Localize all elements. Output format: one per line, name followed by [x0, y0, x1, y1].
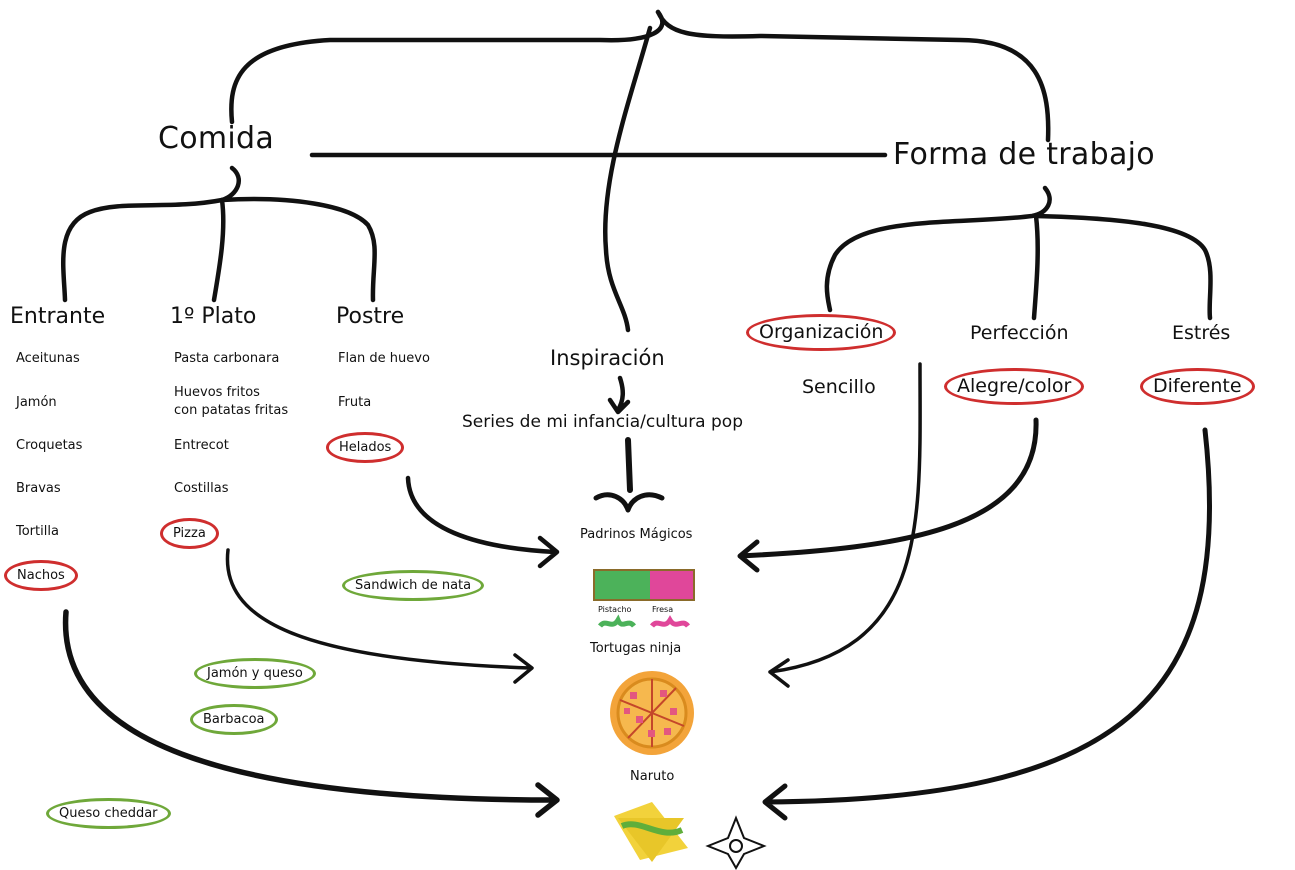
- flavor-label: Fresa: [652, 605, 674, 614]
- show-label: Padrinos Mágicos: [580, 527, 693, 542]
- food-brace-mid: [211, 197, 226, 303]
- food-brace: [60, 165, 241, 303]
- stem-tulip: [593, 492, 665, 513]
- list-item: Costillas: [174, 481, 229, 496]
- list-item: Aceitunas: [16, 351, 80, 366]
- food-brace-right: [219, 196, 377, 303]
- arrow-pizza: [225, 548, 534, 684]
- arrow-helados: [405, 475, 560, 569]
- extra-item: Barbacoa: [190, 704, 278, 735]
- list-item: Entrecot: [174, 438, 229, 453]
- arrow-organizacion: [768, 362, 922, 688]
- category-entrante: Entrante: [10, 304, 106, 329]
- category-plato: 1º Plato: [170, 304, 257, 329]
- nacho-icon: [614, 802, 688, 862]
- top-brace-right: [655, 9, 1051, 143]
- ice-cream-bar-icon: [593, 569, 695, 628]
- category-postre: Postre: [336, 304, 405, 329]
- arrow-nachos: [62, 609, 560, 818]
- work-item-circled: Organización: [746, 314, 897, 351]
- pizza-icon: [610, 671, 694, 755]
- work-brace: [824, 185, 1052, 313]
- arrow-diferente: [762, 427, 1213, 821]
- title-food: Comida: [158, 121, 275, 156]
- list-item: Huevos fritos: [174, 385, 260, 400]
- list-item: Flan de huevo: [338, 351, 430, 366]
- work-item-circled: Diferente: [1140, 368, 1255, 405]
- list-item-circled: Helados: [326, 432, 405, 463]
- work-brace-mid: [1031, 213, 1040, 321]
- list-item: con patatas fritas: [174, 403, 289, 418]
- work-item: Perfección: [970, 322, 1069, 344]
- extra-item: Sandwich de nata: [342, 570, 485, 601]
- inspiration-label: Inspiración: [550, 346, 665, 370]
- work-item: Estrés: [1172, 322, 1231, 344]
- extra-item: Queso cheddar: [46, 798, 171, 829]
- list-item: Jamón: [16, 395, 57, 410]
- stem: [625, 437, 633, 493]
- work-brace-right: [1033, 213, 1213, 321]
- list-item: Croquetas: [16, 438, 83, 453]
- inspiration-sub: Series de mi infancia/cultura pop: [462, 412, 743, 432]
- show-label: Tortugas ninja: [590, 641, 682, 656]
- shuriken-icon: [705, 815, 767, 870]
- list-item: Pasta carbonara: [174, 351, 280, 366]
- show-label: Naruto: [630, 769, 675, 784]
- list-item: Tortilla: [16, 524, 59, 539]
- title-work: Forma de trabajo: [893, 137, 1155, 172]
- work-item: Sencillo: [802, 376, 876, 398]
- list-item: Bravas: [16, 481, 61, 496]
- extra-item: Jamón y queso: [194, 658, 316, 689]
- top-brace: [229, 9, 665, 125]
- work-item-circled: Alegre/color: [944, 368, 1085, 405]
- list-item-circled: Nachos: [4, 560, 78, 591]
- flavor-label: Pistacho: [598, 605, 632, 614]
- list-item: Fruta: [338, 395, 372, 410]
- inspiration-arrow: [607, 375, 631, 415]
- center-line: [603, 25, 653, 333]
- list-item-circled: Pizza: [160, 518, 219, 549]
- arrow-alegre: [737, 417, 1039, 573]
